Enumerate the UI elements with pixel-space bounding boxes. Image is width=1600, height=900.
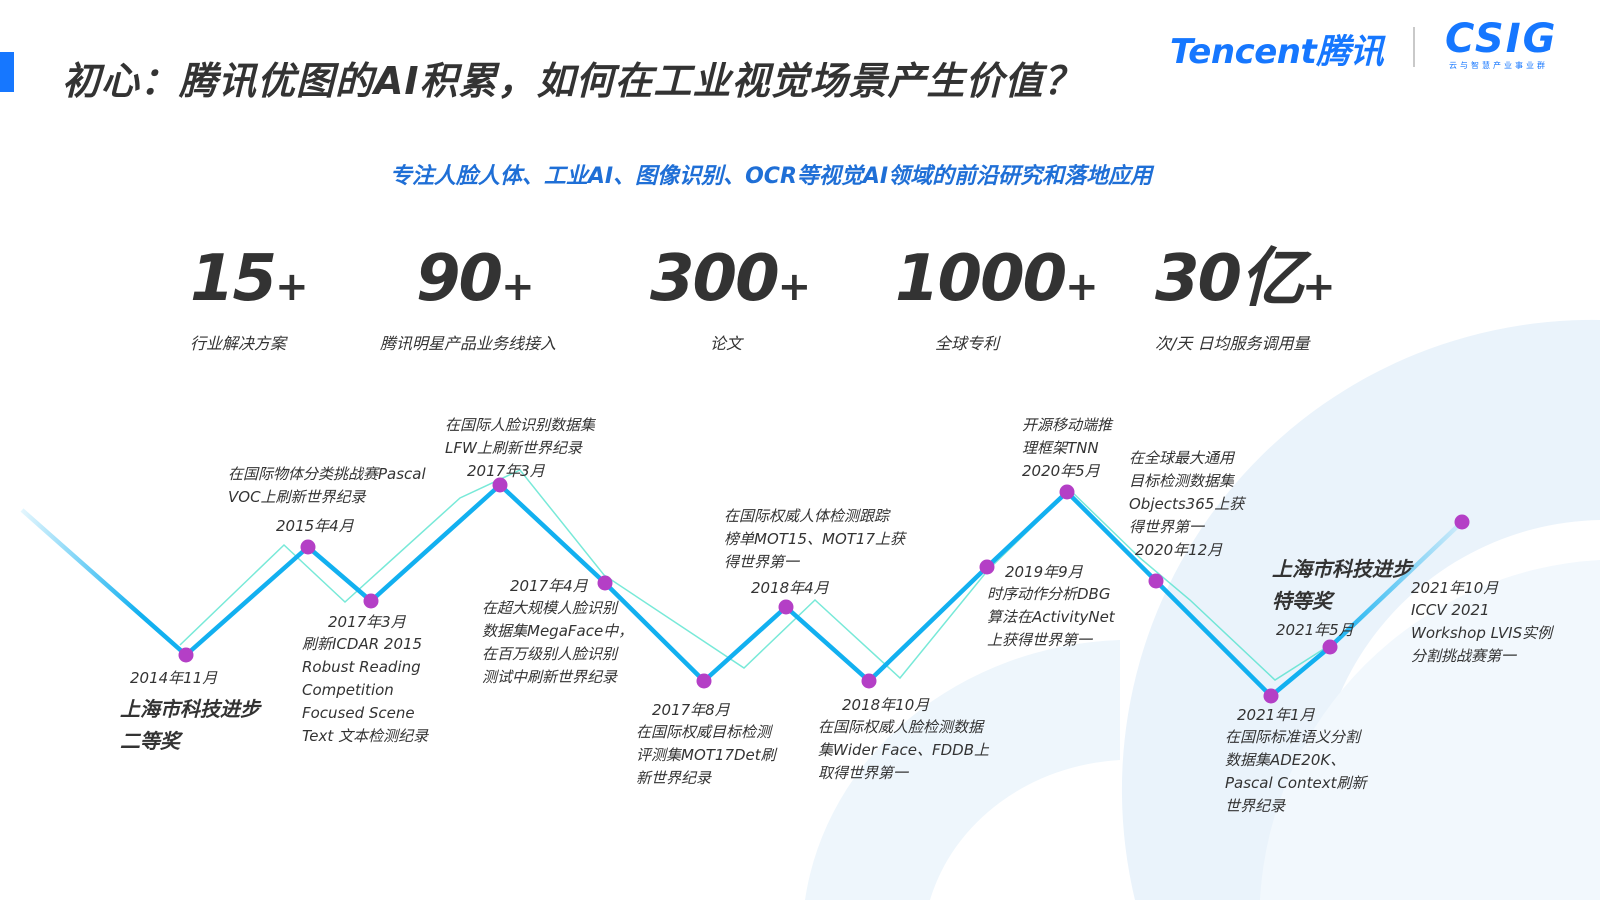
milestone-date: 2021年1月 bbox=[1237, 706, 1315, 724]
stat-value: 90+ bbox=[416, 242, 535, 316]
stat-label: 腾讯明星产品业务线接入 bbox=[380, 334, 557, 353]
milestone-node bbox=[979, 559, 995, 575]
milestone-desc: 开源移动端推 理框架TNN bbox=[1022, 416, 1113, 457]
milestone-2020-05: 开源移动端推 理框架TNN 2020年5月 bbox=[1022, 414, 1112, 482]
milestone-2017-04: 2017年4月 在超大规模人脸识别 数据集MegaFace中， 在百万级别人脸识… bbox=[482, 575, 633, 689]
milestone-desc: 刷新ICDAR 2015 Robust Reading Competition … bbox=[302, 635, 429, 745]
stat-value: 300+ bbox=[650, 242, 812, 316]
milestone-date: 2014年11月 bbox=[130, 669, 218, 687]
stat-papers: 300+ 论文 bbox=[650, 244, 811, 354]
stat-value: 15+ bbox=[190, 242, 309, 316]
milestone-2019-09: 2019年9月 时序动作分析DBG 算法在ActivityNet 上获得世界第一 bbox=[987, 561, 1115, 652]
milestone-date: 2021年5月 bbox=[1276, 621, 1354, 639]
stat-daily-calls: 30亿+ 次/天 日均服务调用量 bbox=[1155, 244, 1336, 354]
milestone-date: 2017年4月 bbox=[510, 577, 588, 595]
milestone-desc: 在全球最大通用 目标检测数据集 Objects365上获 得世界第一 bbox=[1129, 449, 1245, 536]
milestone-desc: 在国际权威人体检测跟踪 榜单MOT15、MOT17上获 得世界第一 bbox=[724, 507, 905, 571]
csig-logo-subtext: 云与智慧产业事业群 bbox=[1449, 61, 1548, 70]
page-title: 初心：腾讯优图的AI积累，如何在工业视觉场景产生价值？ bbox=[62, 59, 1083, 103]
stat-solutions: 15+ 行业解决方案 bbox=[190, 244, 309, 354]
milestone-desc: 在国际权威目标检测 评测集MOT17Det刷 新世界纪录 bbox=[636, 723, 776, 787]
timeline-line-fade-out bbox=[1328, 520, 1464, 649]
title-accent-bar bbox=[0, 52, 14, 92]
milestone-desc: 上海市科技进步 二等奖 bbox=[120, 697, 260, 753]
stat-label: 论文 bbox=[710, 334, 743, 353]
milestone-node bbox=[597, 575, 613, 591]
milestone-desc: 在国际权威人脸检测数据 集Wider Face、FDDB上 取得世界第一 bbox=[818, 718, 989, 782]
milestone-node bbox=[1148, 573, 1164, 589]
timeline-line-fade-in bbox=[20, 508, 188, 657]
stat-business-lines: 90+ 腾讯明星产品业务线接入 bbox=[380, 244, 556, 354]
stat-label: 全球专利 bbox=[935, 334, 1000, 353]
milestone-node bbox=[778, 599, 794, 615]
stat-value: 1000+ bbox=[895, 242, 1099, 316]
milestone-node bbox=[861, 673, 877, 689]
csig-logo-text: CSIG bbox=[1445, 16, 1558, 62]
milestone-desc: 在超大规模人脸识别 数据集MegaFace中， 在百万级别人脸识别 测试中刷新世… bbox=[482, 599, 634, 686]
milestone-node bbox=[363, 593, 379, 609]
milestone-2017-08: 2017年8月 在国际权威目标检测 评测集MOT17Det刷 新世界纪录 bbox=[636, 699, 776, 790]
stat-label: 次/天 日均服务调用量 bbox=[1155, 334, 1310, 353]
stat-label: 行业解决方案 bbox=[190, 334, 287, 353]
milestone-date: 2020年12月 bbox=[1135, 541, 1223, 559]
timeline-shadow-line bbox=[179, 469, 1331, 681]
milestone-2017-03-icdar: 2017年3月 刷新ICDAR 2015 Robust Reading Comp… bbox=[302, 611, 428, 748]
milestone-desc: 上海市科技进步 特等奖 bbox=[1272, 557, 1412, 613]
milestone-desc: ICCV 2021 Workshop LVIS实例 分割挑战赛第一 bbox=[1411, 601, 1553, 665]
milestone-node bbox=[1263, 688, 1279, 704]
milestone-desc: 在国际标准语义分割 数据集ADE20K、 Pascal Context刷新 世界… bbox=[1225, 728, 1367, 815]
milestone-2021-05: 上海市科技进步 特等奖 2021年5月 bbox=[1272, 553, 1412, 641]
milestone-desc: 在国际物体分类挑战赛Pascal VOC上刷新世界纪录 bbox=[228, 465, 426, 506]
tencent-logo: Tencent腾讯 bbox=[1170, 32, 1384, 72]
milestone-2021-10: 2021年10月 ICCV 2021 Workshop LVIS实例 分割挑战赛… bbox=[1411, 577, 1552, 668]
stat-patents: 1000+ 全球专利 bbox=[895, 244, 1099, 354]
milestone-date: 2018年4月 bbox=[751, 579, 829, 597]
subtitle: 专注人脸人体、工业AI、图像识别、OCR等视觉AI领域的前沿研究和落地应用 bbox=[389, 164, 1153, 189]
logo-divider bbox=[1413, 27, 1415, 67]
milestone-desc: 时序动作分析DBG 算法在ActivityNet 上获得世界第一 bbox=[987, 585, 1115, 649]
milestone-date: 2021年10月 bbox=[1411, 579, 1499, 597]
milestone-date: 2017年3月 bbox=[467, 462, 545, 480]
milestone-node bbox=[300, 539, 316, 555]
milestone-date: 2017年8月 bbox=[652, 701, 730, 719]
milestone-2018-04: 在国际权威人体检测跟踪 榜单MOT15、MOT17上获 得世界第一 2018年4… bbox=[724, 505, 905, 599]
milestone-node bbox=[492, 477, 508, 493]
milestone-date: 2017年3月 bbox=[328, 613, 406, 631]
milestone-node bbox=[1454, 514, 1470, 530]
milestone-desc: 在国际人脸识别数据集 LFW上刷新世界纪录 bbox=[445, 416, 596, 457]
milestone-node bbox=[696, 673, 712, 689]
milestone-date: 2019年9月 bbox=[1005, 563, 1083, 581]
milestone-node bbox=[1322, 639, 1338, 655]
milestone-2015-04: 在国际物体分类挑战赛Pascal VOC上刷新世界纪录 2015年4月 bbox=[228, 463, 426, 537]
csig-logo: CSIG 云与智慧产业事业群 bbox=[1445, 16, 1575, 72]
milestone-2018-10: 2018年10月 在国际权威人脸检测数据 集Wider Face、FDDB上 取… bbox=[818, 694, 989, 785]
milestone-date: 2015年4月 bbox=[276, 517, 354, 535]
milestone-2017-03-lfw: 在国际人脸识别数据集 LFW上刷新世界纪录 2017年3月 bbox=[445, 414, 595, 482]
milestone-node bbox=[178, 647, 194, 663]
milestone-date: 2018年10月 bbox=[842, 696, 930, 714]
milestone-2021-01: 2021年1月 在国际标准语义分割 数据集ADE20K、 Pascal Cont… bbox=[1225, 704, 1366, 818]
milestone-node bbox=[1059, 484, 1075, 500]
stat-value: 30亿+ bbox=[1155, 242, 1336, 316]
milestone-date: 2020年5月 bbox=[1022, 462, 1100, 480]
milestone-2014-11: 2014年11月 上海市科技进步 二等奖 bbox=[120, 667, 260, 757]
milestone-2020-12: 在全球最大通用 目标检测数据集 Objects365上获 得世界第一 2020年… bbox=[1129, 447, 1244, 561]
